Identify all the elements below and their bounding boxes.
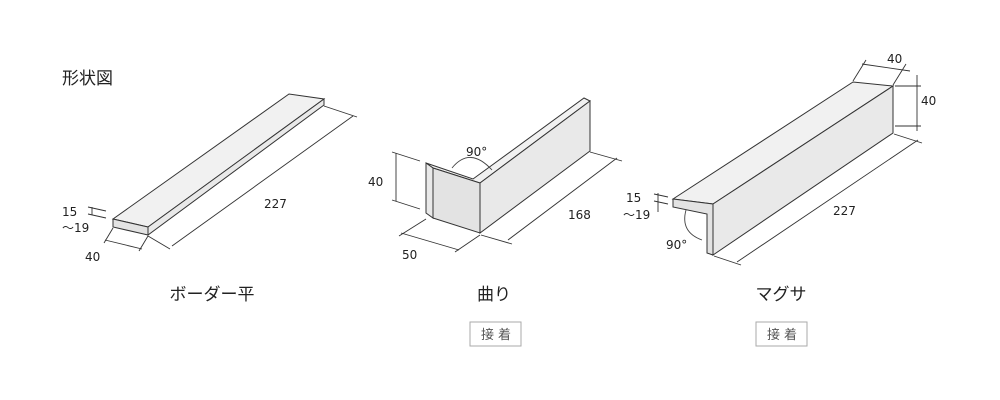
corner-left-end-face: [425, 162, 434, 219]
border-flat-width-label: 40: [85, 250, 100, 264]
corner-short-leg-face: [432, 167, 481, 234]
corner-width-label: 50: [402, 248, 417, 262]
lintel-top-height-label: 40: [921, 94, 936, 108]
border-flat-tile: [111, 93, 326, 236]
border-flat-length-label: 227: [264, 197, 287, 211]
border-flat-name: ボーダー平: [170, 285, 255, 305]
border-flat-long-side: [147, 98, 325, 236]
corner-height-label: 40: [368, 175, 383, 189]
lintel-l-end-face: [672, 198, 714, 256]
border-flat-end-face: [112, 218, 149, 236]
lintel-adhesive-badge: 接着: [755, 321, 808, 347]
lintel-dimensions: [653, 59, 923, 266]
border-flat-thickness-range-label: ～19: [62, 221, 89, 235]
border-flat-top-face: [111, 93, 326, 228]
lintel-name: マグサ: [756, 285, 807, 305]
lintel-tile: [671, 81, 895, 256]
corner-name: 曲り: [477, 285, 511, 305]
lintel-thickness-range-label: ～19: [623, 208, 650, 222]
border-flat-thickness-label: 15: [62, 205, 77, 219]
lintel-thickness-label: 15: [626, 191, 641, 205]
lintel-length-label: 227: [833, 204, 856, 218]
corner-adhesive-badge: 接着: [469, 321, 522, 347]
corner-dimensions: [391, 151, 623, 253]
corner-length-label: 168: [568, 208, 591, 222]
corner-tile: [425, 97, 591, 234]
lintel-badge-label: 接着: [767, 327, 801, 343]
heading-title: 形状図: [62, 69, 113, 89]
border-flat-dimensions: [87, 105, 358, 252]
corner-long-leg-face: [479, 100, 591, 234]
corner-badge-label: 接着: [481, 327, 515, 343]
corner-angle-label: 90°: [466, 145, 487, 159]
lintel-top-depth-label: 40: [887, 52, 902, 66]
lintel-angle-label: 90°: [666, 238, 687, 252]
